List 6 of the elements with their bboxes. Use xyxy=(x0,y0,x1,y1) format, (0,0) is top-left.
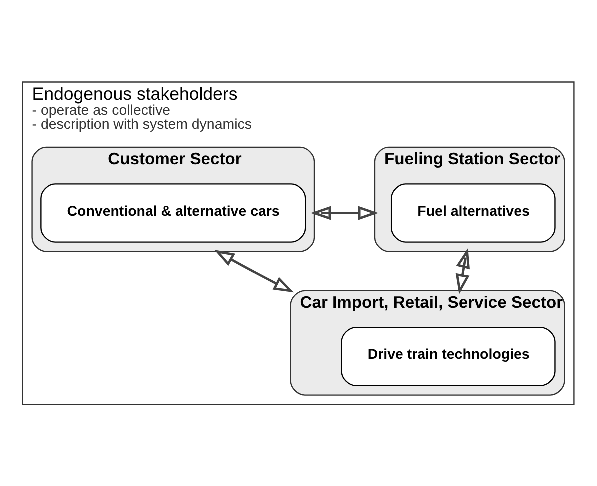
arrow xyxy=(214,250,294,292)
arrow xyxy=(310,206,379,220)
arrow xyxy=(456,248,470,294)
node-box: Conventional & alternative cars xyxy=(40,183,306,242)
node-box: Drive train technologies xyxy=(341,326,556,386)
node-box: Fuel alternatives xyxy=(391,183,556,242)
